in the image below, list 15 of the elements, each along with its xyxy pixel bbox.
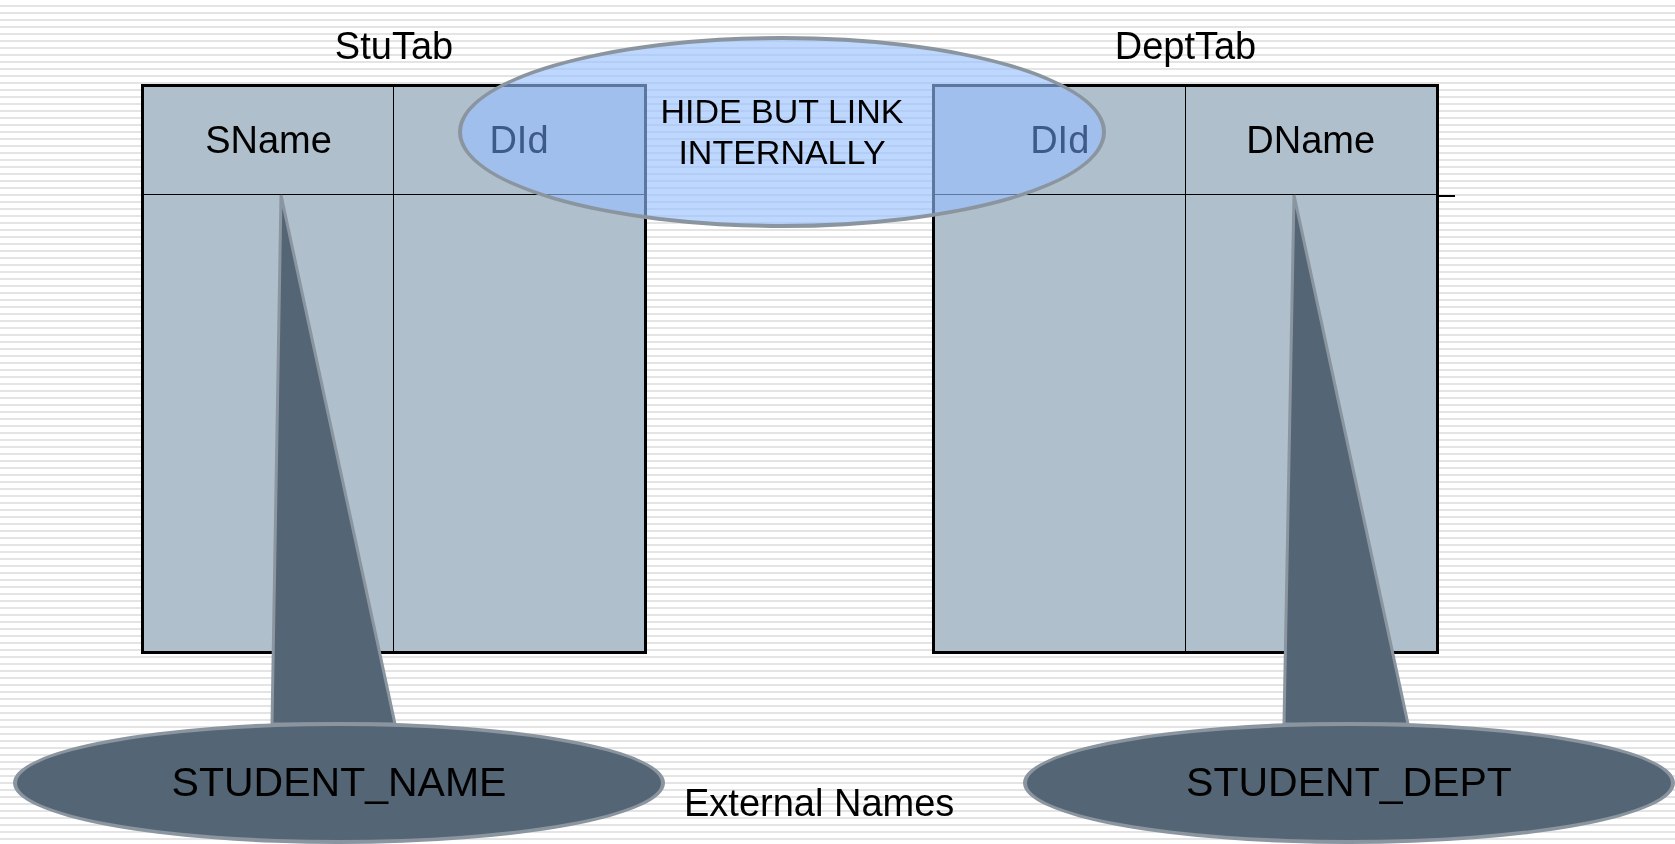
header-cell <box>935 87 1186 195</box>
header-cell <box>144 87 394 195</box>
column-name: DId <box>1030 119 1090 162</box>
column-name: SName <box>205 119 332 162</box>
callout-text: STUDENT_NAME <box>171 758 507 808</box>
callout-text: HIDE BUT LINK INTERNALLY <box>659 91 905 173</box>
caption-text: External Names <box>684 782 955 825</box>
column-name: DName <box>1246 119 1376 162</box>
table-name: DeptTab <box>1113 25 1258 68</box>
callout-ellipse <box>1023 722 1675 844</box>
callout-pointer <box>1282 193 1410 726</box>
column-name: DId <box>489 119 549 162</box>
callout-text: STUDENT_DEPT <box>1186 758 1512 808</box>
callout-pointer <box>270 193 397 726</box>
table-name: StuTab <box>333 25 455 68</box>
